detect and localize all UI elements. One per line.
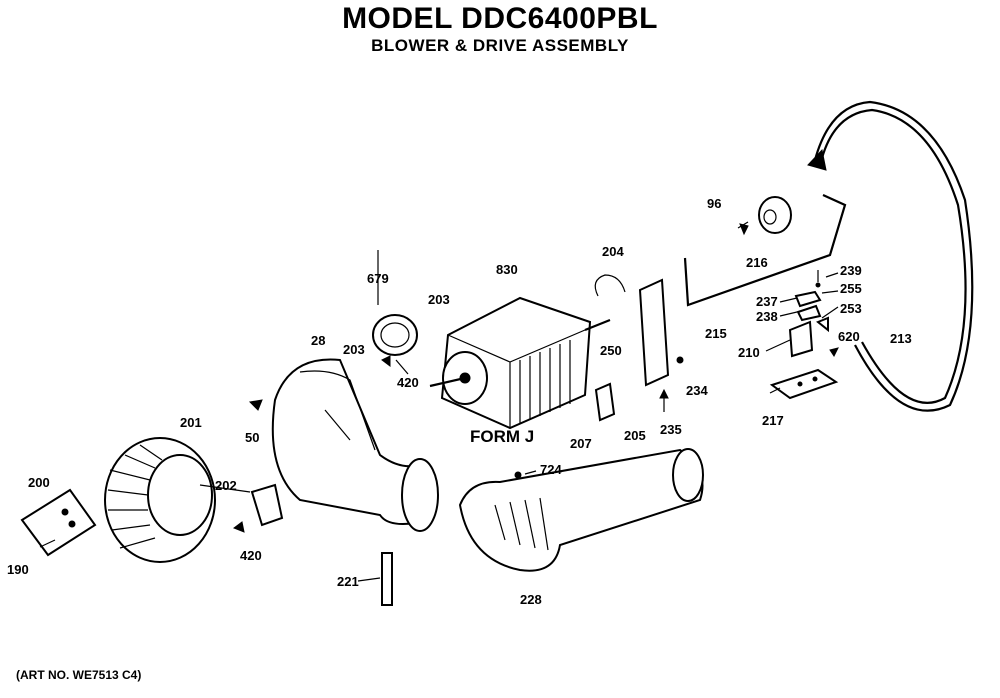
callout-830: 830 bbox=[496, 262, 518, 277]
fasteners bbox=[381, 223, 839, 367]
callout-221: 221 bbox=[337, 574, 359, 589]
callout-234: 234 bbox=[686, 383, 708, 398]
leader-lines bbox=[199, 272, 839, 582]
callout-216: 216 bbox=[746, 255, 768, 270]
callout-204: 204 bbox=[602, 244, 624, 259]
callout-255: 255 bbox=[840, 281, 862, 296]
blower-bracket bbox=[232, 483, 284, 533]
duct-pleats bbox=[494, 497, 549, 551]
callout-420-lower: 420 bbox=[240, 548, 262, 563]
callout-679: 679 bbox=[367, 271, 389, 286]
callout-420-upper: 420 bbox=[397, 375, 419, 390]
callout-210: 210 bbox=[738, 345, 760, 360]
callout-201: 201 bbox=[180, 415, 202, 430]
motor-windings bbox=[519, 340, 571, 424]
callout-200: 200 bbox=[28, 475, 50, 490]
idler-hardware bbox=[794, 270, 829, 333]
motor-support-bracket bbox=[638, 278, 684, 412]
callout-96: 96 bbox=[707, 196, 721, 211]
form-j-label: FORM J bbox=[470, 427, 534, 446]
blower-wheel-vanes bbox=[107, 444, 163, 549]
duct-seal bbox=[381, 552, 393, 606]
callout-207: 207 bbox=[570, 436, 592, 451]
art-number: (ART NO. WE7513 C4) bbox=[16, 668, 142, 682]
callout-50: 50 bbox=[245, 430, 259, 445]
callout-238: 238 bbox=[756, 309, 778, 324]
callout-205: 205 bbox=[624, 428, 646, 443]
idler-arm bbox=[683, 193, 847, 307]
drum-belt bbox=[807, 100, 974, 412]
callout-203-upper: 203 bbox=[428, 292, 450, 307]
blower-wheel bbox=[104, 437, 216, 563]
callout-253: 253 bbox=[840, 301, 862, 316]
callout-239: 239 bbox=[840, 263, 862, 278]
drive-motor bbox=[429, 296, 611, 430]
centrifugal-switch bbox=[594, 274, 626, 422]
blower-cover-plate bbox=[20, 488, 97, 557]
callout-217: 217 bbox=[762, 413, 784, 428]
callout-237: 237 bbox=[756, 294, 778, 309]
diagram-subtitle: BLOWER & DRIVE ASSEMBLY bbox=[371, 36, 629, 55]
mounting-plate bbox=[769, 368, 839, 400]
blower-housing bbox=[271, 358, 439, 532]
screw bbox=[248, 399, 263, 411]
callout-labels: 679 203 203 420 830 204 250 234 235 205 … bbox=[7, 196, 912, 607]
callout-250: 250 bbox=[600, 343, 622, 358]
exhaust-duct bbox=[458, 448, 704, 572]
callout-202: 202 bbox=[215, 478, 237, 493]
diagram-title: MODEL DDC6400PBL bbox=[342, 2, 658, 35]
callout-235: 235 bbox=[660, 422, 682, 437]
motor-mount-ring bbox=[372, 250, 418, 356]
callout-203-lower: 203 bbox=[343, 342, 365, 357]
idler-bracket bbox=[788, 320, 814, 358]
callout-190: 190 bbox=[7, 562, 29, 577]
callout-215: 215 bbox=[705, 326, 727, 341]
callout-28: 28 bbox=[311, 333, 325, 348]
callout-213: 213 bbox=[890, 331, 912, 346]
idler-pulley bbox=[737, 196, 792, 234]
callout-620: 620 bbox=[838, 329, 860, 344]
callout-724: 724 bbox=[540, 462, 562, 477]
callout-228: 228 bbox=[520, 592, 542, 607]
